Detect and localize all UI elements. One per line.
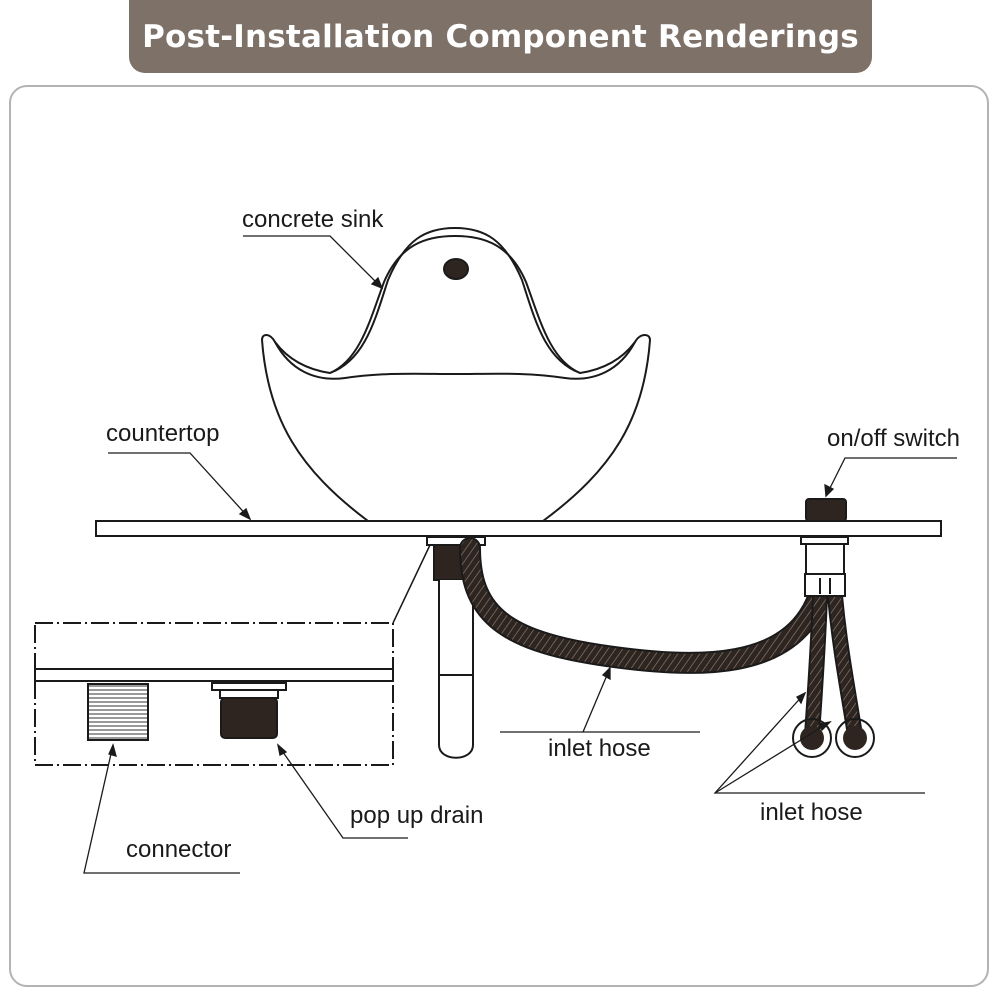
overflow-hole	[443, 258, 469, 280]
label-pop-up-drain: pop up drain	[350, 802, 483, 829]
inset-detail	[34, 544, 431, 766]
label-connector: connector	[126, 836, 231, 863]
countertop-slab	[95, 520, 942, 537]
pop-up-drain-part	[211, 682, 287, 739]
switch-hoses	[792, 588, 875, 758]
on-off-switch	[800, 498, 849, 597]
label-concrete-sink: concrete sink	[242, 206, 384, 233]
title-banner: Post-Installation Component Renderings	[129, 0, 872, 73]
label-countertop: countertop	[106, 420, 219, 447]
diagram-frame	[9, 85, 989, 987]
connector-part	[87, 683, 149, 741]
leader-lines	[83, 235, 957, 874]
label-on-off-switch: on/off switch	[827, 425, 960, 452]
concrete-sink	[260, 226, 652, 522]
label-inlet-hose-center: inlet hose	[548, 735, 651, 762]
label-inlet-hose-right: inlet hose	[760, 799, 863, 826]
page-title: Post-Installation Component Renderings	[142, 18, 859, 55]
